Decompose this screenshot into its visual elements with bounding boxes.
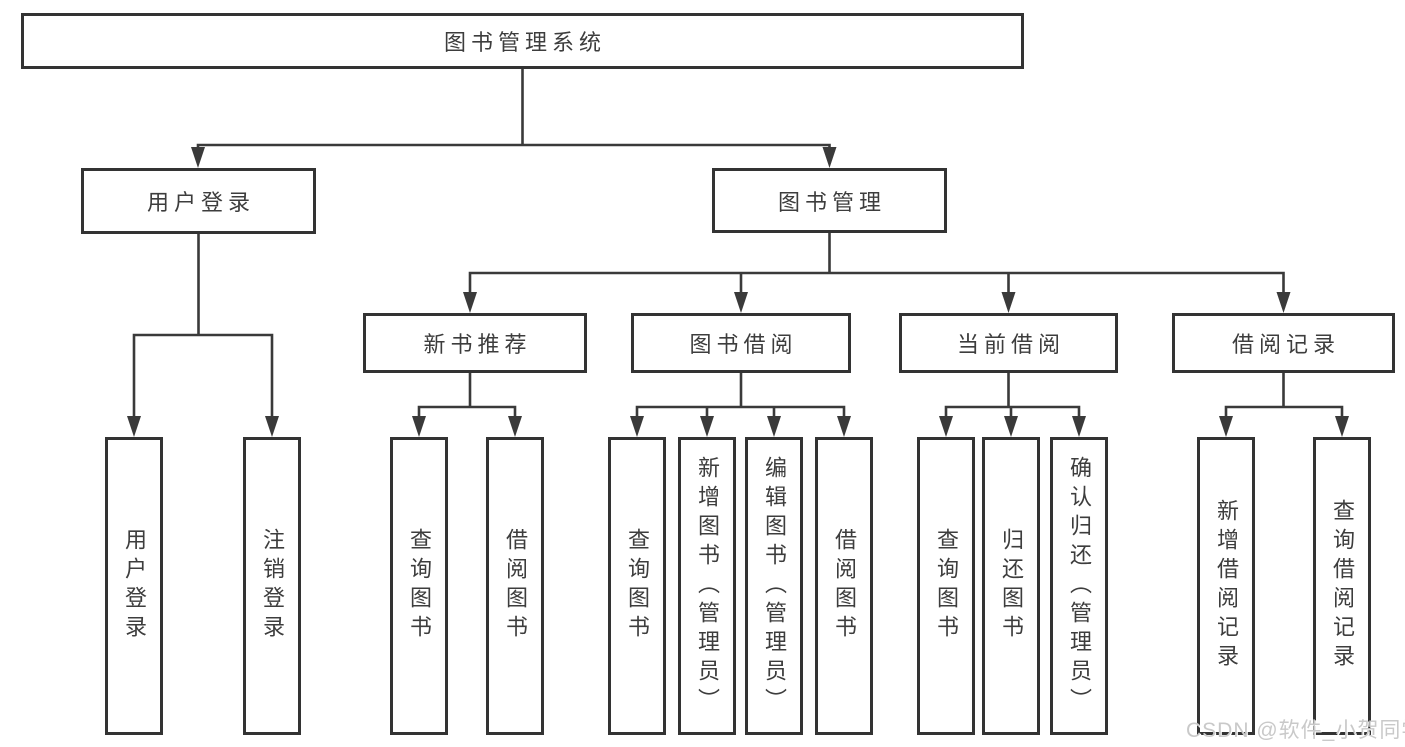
arrowheads: [127, 147, 1349, 437]
leaf-label: 归还图书: [999, 528, 1024, 644]
connector-borrow-to-leaves: [635, 371, 846, 420]
node-root-label: 图书管理系统: [443, 30, 606, 55]
leaf-label: 确认归还（管理员）: [1067, 455, 1092, 717]
leaf-label: 查询图书: [934, 528, 959, 644]
csdn-watermark: CSDN @软件_小贺同学: [1186, 719, 1405, 742]
node-leaf-query-books-recommend: 查询图书: [390, 437, 448, 735]
connector-recommend-to-leaves: [417, 371, 517, 420]
connector-book-management-to-level3: [468, 231, 1285, 296]
node-leaf-add-books-admin: 新增图书（管理员）: [678, 437, 736, 735]
node-user-login: 用户登录: [81, 168, 316, 234]
node-leaf-user-login: 用户登录: [105, 437, 163, 735]
node-book-borrow-label: 图书借阅: [689, 332, 798, 357]
node-book-borrow: 图书借阅: [631, 313, 851, 373]
node-leaf-borrow-books-recommend: 借阅图书: [486, 437, 544, 735]
leaf-label: 新增借阅记录: [1214, 499, 1239, 673]
node-book-management-label: 图书管理: [777, 189, 886, 215]
connector-records-to-leaves: [1224, 371, 1344, 420]
connector-user-login-to-leaves: [132, 232, 274, 420]
node-borrow-records-label: 借阅记录: [1231, 332, 1340, 357]
node-leaf-query-books-borrow: 查询图书: [608, 437, 666, 735]
node-new-book-recommend-label: 新书推荐: [423, 332, 532, 357]
leaf-label: 借阅图书: [503, 528, 528, 644]
node-leaf-confirm-return-admin: 确认归还（管理员）: [1050, 437, 1108, 735]
node-new-book-recommend: 新书推荐: [363, 313, 587, 373]
node-leaf-query-borrow-record: 查询借阅记录: [1313, 437, 1371, 735]
node-user-login-label: 用户登录: [146, 190, 255, 215]
node-leaf-add-borrow-record: 新增借阅记录: [1197, 437, 1255, 735]
node-root: 图书管理系统: [21, 13, 1024, 69]
connector-current-to-leaves: [944, 371, 1081, 420]
leaf-label: 用户登录: [122, 528, 147, 644]
node-borrow-records: 借阅记录: [1172, 313, 1395, 373]
node-current-borrow: 当前借阅: [899, 313, 1118, 373]
node-leaf-logout: 注销登录: [243, 437, 301, 735]
node-current-borrow-label: 当前借阅: [956, 332, 1065, 357]
node-leaf-edit-books-admin: 编辑图书（管理员）: [745, 437, 803, 735]
node-leaf-query-books-current: 查询图书: [917, 437, 975, 735]
leaf-label: 查询图书: [625, 528, 650, 644]
leaf-label: 借阅图书: [832, 528, 857, 644]
node-leaf-borrow-books: 借阅图书: [815, 437, 873, 735]
leaf-label: 查询图书: [407, 528, 432, 644]
node-leaf-return-books: 归还图书: [982, 437, 1040, 735]
leaf-label: 新增图书（管理员）: [695, 455, 720, 717]
leaf-label: 注销登录: [260, 528, 285, 644]
leaf-label: 编辑图书（管理员）: [762, 455, 787, 717]
leaf-label: 查询借阅记录: [1330, 499, 1355, 673]
connector-root-to-level2: [196, 67, 831, 152]
node-book-management: 图书管理: [712, 168, 947, 233]
